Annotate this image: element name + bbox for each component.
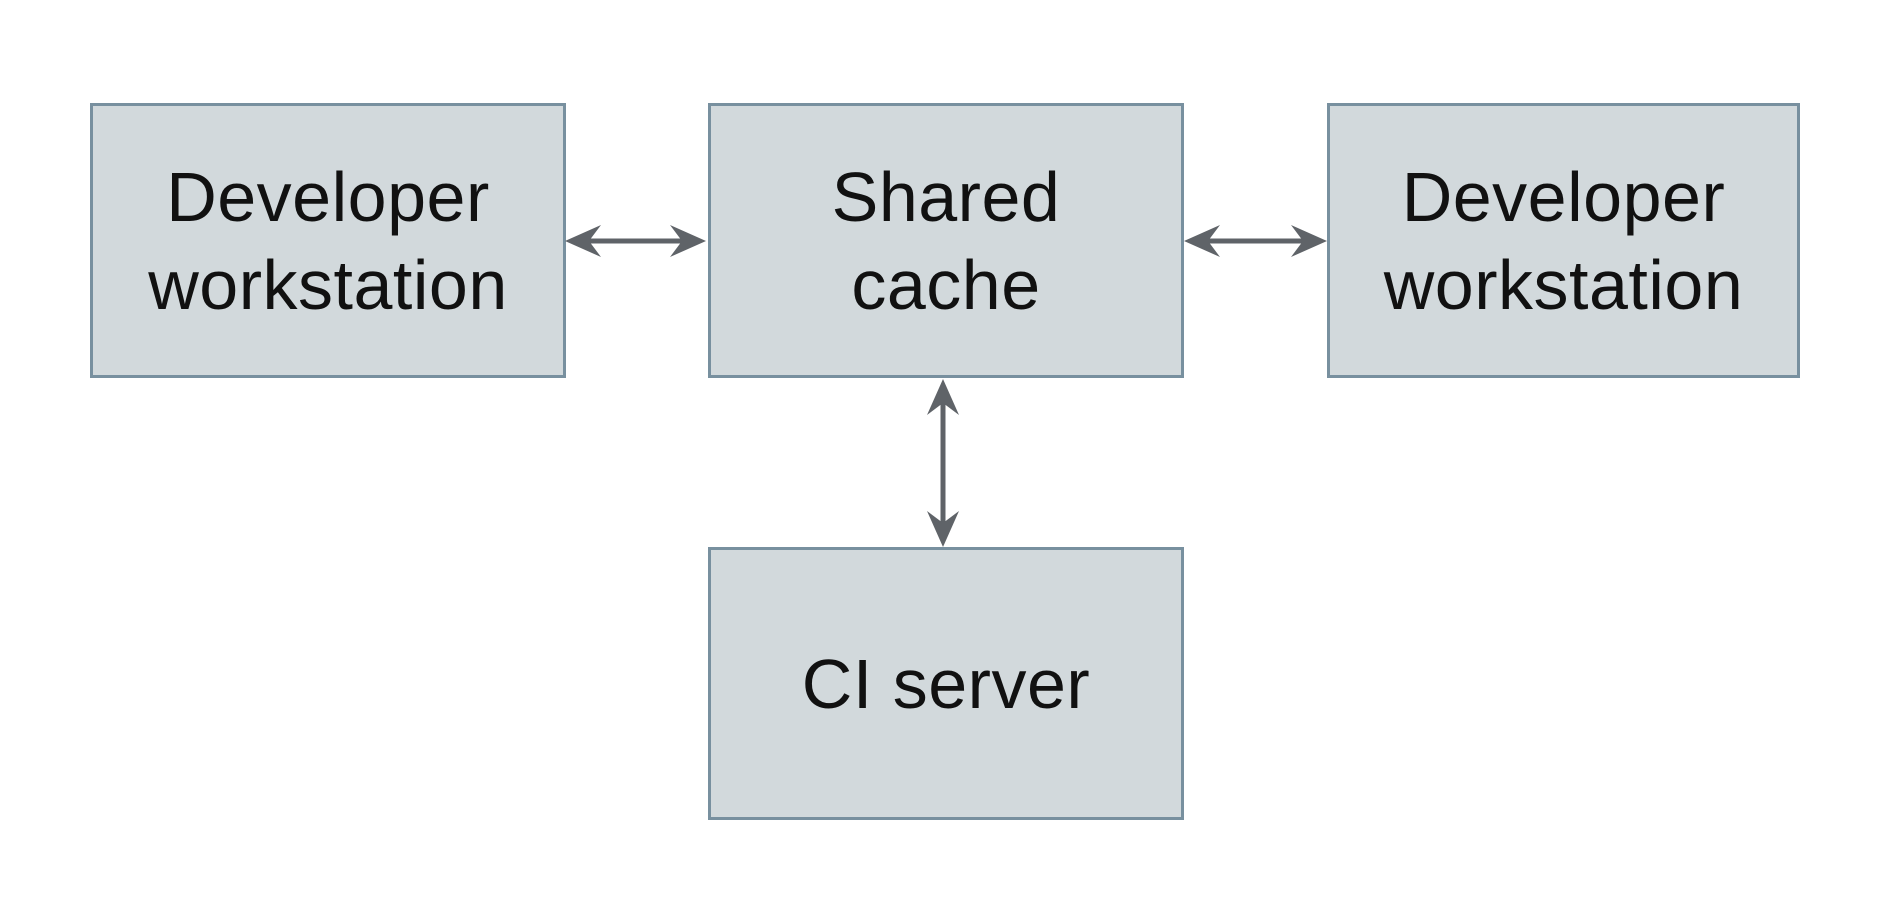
node-label-shared-cache: Shared cache bbox=[831, 157, 1061, 324]
node-developer-workstation-left: Developer workstation bbox=[90, 103, 566, 378]
node-label-developer-workstation-right: Developer workstation bbox=[1383, 157, 1744, 324]
node-developer-workstation-right: Developer workstation bbox=[1327, 103, 1800, 378]
node-label-developer-workstation-left: Developer workstation bbox=[148, 157, 508, 324]
node-label-ci-server: CI server bbox=[801, 644, 1091, 723]
node-ci-server: CI server bbox=[708, 547, 1184, 820]
node-shared-cache: Shared cache bbox=[708, 103, 1184, 378]
